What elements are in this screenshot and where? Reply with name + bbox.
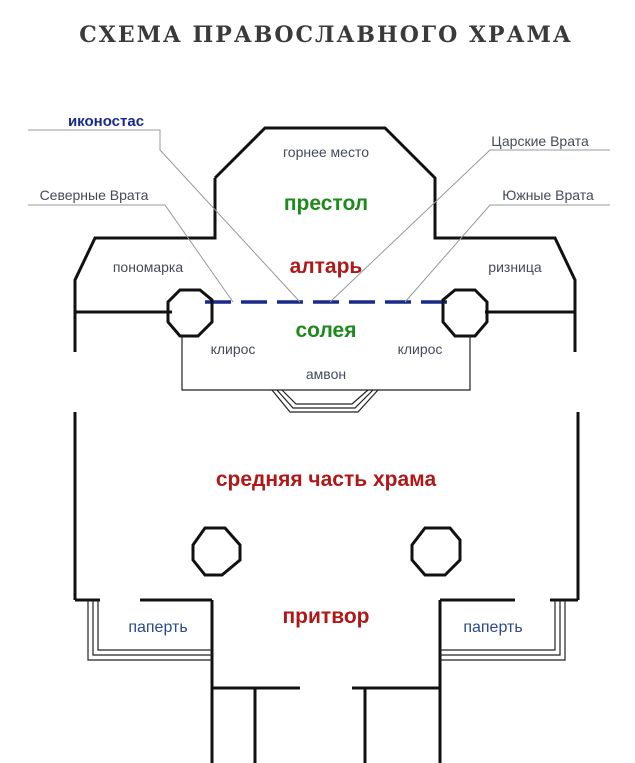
label-altar: алтарь bbox=[290, 255, 363, 278]
label-prestol: престол bbox=[284, 192, 368, 215]
apse-wall-left bbox=[73, 178, 217, 352]
label-papert-left: паперть bbox=[128, 619, 187, 636]
diagram-title: СХЕМА ПРАВОСЛАВНОГО ХРАМА bbox=[79, 22, 573, 48]
label-riznitsa: ризница bbox=[488, 259, 542, 275]
label-pritvor: притвор bbox=[283, 605, 370, 628]
pointer-iconostas bbox=[28, 129, 301, 303]
ambon-steps-2 bbox=[276, 389, 374, 409]
porch-right-step-2 bbox=[440, 600, 561, 656]
label-kliros-left: клирос bbox=[211, 341, 256, 357]
pointer-severnye bbox=[28, 204, 234, 303]
soleya-outline bbox=[181, 336, 471, 391]
label-srednyaya-chast: средняя часть храма bbox=[216, 468, 437, 491]
label-ambon: амвон bbox=[306, 366, 346, 382]
porch-right-step-3 bbox=[440, 600, 556, 651]
nave-pier-left bbox=[191, 526, 242, 577]
label-tsarskie-vrata: Царские Врата bbox=[491, 133, 589, 149]
label-papert-right: паперть bbox=[463, 619, 522, 636]
label-kliros-right: клирос bbox=[398, 341, 443, 357]
right-pier bbox=[441, 288, 489, 338]
nave-pier-right bbox=[410, 526, 462, 577]
apse-wall bbox=[213, 126, 577, 352]
porch-left-step-2 bbox=[92, 600, 212, 656]
porch-left-step-3 bbox=[97, 600, 212, 651]
label-severnye-vrata: Северные Врата bbox=[40, 187, 149, 203]
label-ponomarka: пономарка bbox=[113, 259, 184, 275]
porch-right-step-1 bbox=[440, 600, 566, 661]
label-gornee-mesto: горнее место bbox=[283, 144, 369, 160]
ambon-steps bbox=[271, 389, 379, 413]
label-soleya: солея bbox=[296, 319, 357, 342]
label-iconostas: иконостас bbox=[68, 113, 144, 130]
left-pier bbox=[166, 288, 214, 338]
pointer-tsarskie bbox=[329, 149, 610, 303]
ambon-steps-3 bbox=[281, 389, 369, 405]
porch-left-step-1 bbox=[87, 600, 212, 661]
label-yuzhnye-vrata: Южные Врата bbox=[502, 187, 594, 203]
pointer-yuzhnye bbox=[404, 204, 610, 303]
